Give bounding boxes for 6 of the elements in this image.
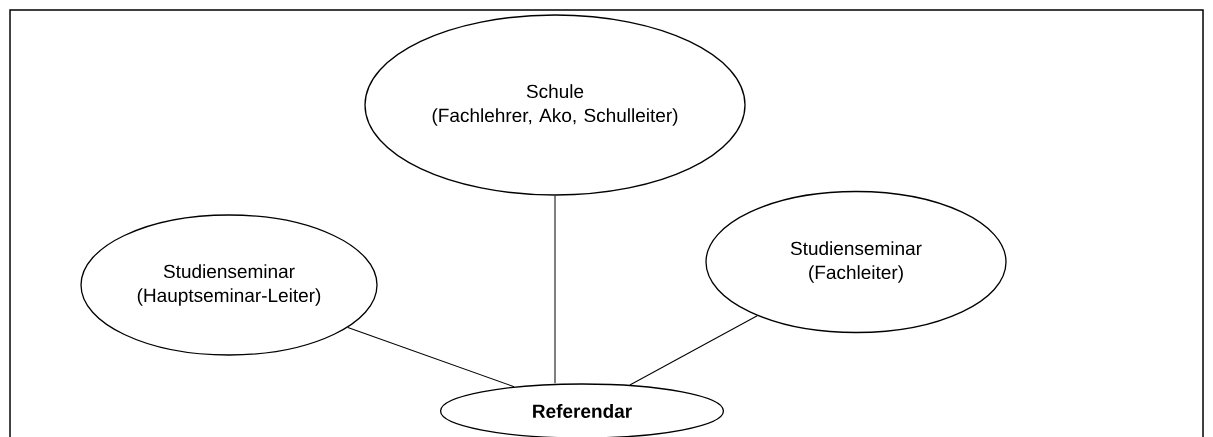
connector-line <box>554 195 556 384</box>
connector-line <box>629 315 758 386</box>
ellipse-node: Studienseminar (Fachleiter) <box>705 190 1007 334</box>
ellipse-node: Schule (Fachlehrer, Ako, Schulleiter) <box>364 14 746 196</box>
connector-line <box>347 326 515 388</box>
ellipse-node: Studienseminar (Hauptseminar-Leiter) <box>80 214 378 356</box>
